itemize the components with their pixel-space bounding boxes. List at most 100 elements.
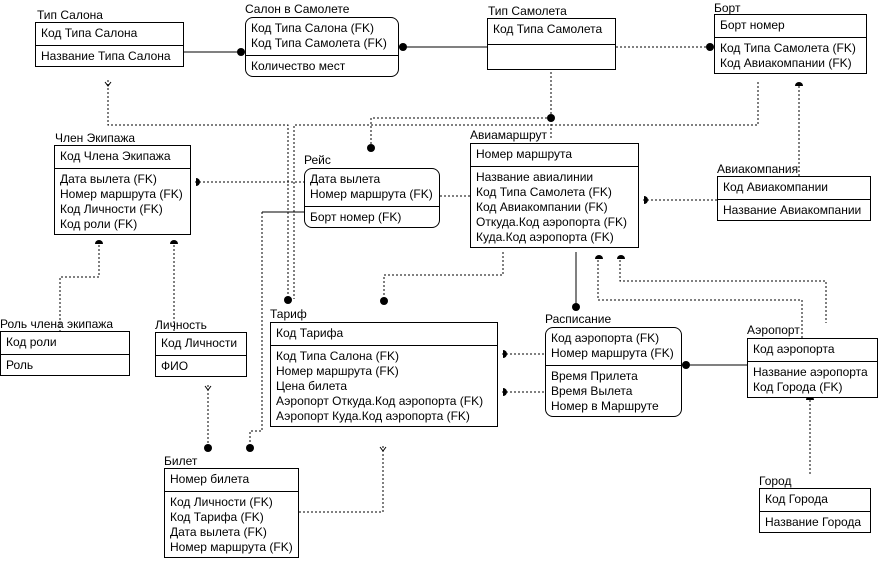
primary-key-section: Код аэропорта (FK)Номер маршрута (FK) <box>546 328 681 366</box>
pk-attribute: Код аэропорта <box>753 342 835 356</box>
relationship-dot <box>284 296 292 304</box>
pk-attribute: Номер билета <box>170 472 250 486</box>
attribute: Название Авиакомпании <box>723 203 862 217</box>
relationship-dot <box>682 361 690 369</box>
attribute: Номер маршрута (FK) <box>60 187 183 201</box>
attribute: Дата вылета (FK) <box>60 172 157 186</box>
pk-attribute: Номер маршрута (FK) <box>310 187 433 201</box>
link-aviamarshrut-tarif <box>383 252 504 300</box>
link-reis-bilet <box>249 211 304 447</box>
relationship-half-dot <box>503 350 507 358</box>
relationship-dot <box>380 297 388 305</box>
relationship-half-dot <box>503 388 507 396</box>
attribute: Аэропорт Куда.Код аэропорта (FK) <box>276 409 470 423</box>
attribute: Номер маршрута (FK) <box>276 364 399 378</box>
pk-attribute: Код Личности <box>161 336 238 350</box>
primary-key-section: Код роли <box>1 332 129 355</box>
pk-attribute: Код Типа Самолета (FK) <box>251 36 387 50</box>
attribute-section: Количество мест <box>246 56 398 76</box>
pk-attribute: Код Тарифа <box>276 326 344 340</box>
pk-attribute: Номер маршрута <box>476 147 573 161</box>
attribute: Цена билета <box>276 379 348 393</box>
entity-raspisanie[interactable]: Код аэропорта (FK)Номер маршрута (FK)Вре… <box>545 327 682 417</box>
relationship-half-dot <box>595 255 603 259</box>
link-aeroport-aviamarshrut-2 <box>619 260 827 323</box>
attribute: Название Города <box>765 515 862 529</box>
relationship-half-dot <box>170 240 178 244</box>
attribute: Откуда.Код аэропорта (FK) <box>476 215 627 229</box>
attribute: Название Типа Салона <box>41 49 171 63</box>
attribute: Дата вылета (FK) <box>170 525 267 539</box>
attribute-section: Код Типа Салона (FK)Номер маршрута (FK)Ц… <box>271 346 497 426</box>
pk-attribute: Код Типа Самолета <box>493 22 603 36</box>
link-to-reis <box>370 117 551 148</box>
attribute: Название авиалинии <box>476 170 594 184</box>
attribute: Код Тарифа (FK) <box>170 510 264 524</box>
attribute: Код Авиакомпании (FK) <box>476 200 608 214</box>
primary-key-section: Код Типа Самолета <box>488 19 615 45</box>
primary-key-section: Код Тарифа <box>271 323 497 346</box>
attribute: ФИО <box>161 359 189 373</box>
entity-title-tip-samoleta: Тип Самолета <box>488 4 567 18</box>
link-aeroport-aviamarshrut-1 <box>597 260 803 338</box>
pk-attribute: Номер маршрута (FK) <box>551 346 674 360</box>
primary-key-section: Номер маршрута <box>471 144 638 167</box>
pk-attribute: Код роли <box>6 335 57 349</box>
relationship-dot <box>399 43 407 51</box>
entity-title-bort: Борт <box>714 1 741 15</box>
attribute: Роль <box>6 358 34 372</box>
attribute: Код Типа Салона (FK) <box>276 349 399 363</box>
relationship-half-dot <box>95 240 103 244</box>
attribute-section: Роль <box>1 355 129 375</box>
attribute: Время Вылета <box>551 384 633 398</box>
entity-tip-samoleta[interactable]: Код Типа Самолета <box>487 18 616 70</box>
attribute-section: Код Личности (FK)Код Тарифа (FK)Дата выл… <box>165 492 298 557</box>
primary-key-section: Код Города <box>760 489 870 512</box>
attribute-section: Название Города <box>760 512 870 532</box>
attribute: Номер в Маршруте <box>551 399 659 413</box>
attribute: Код Типа Самолета (FK) <box>476 185 612 199</box>
attribute: Время Прилета <box>551 369 638 383</box>
relationship-dot <box>706 43 714 51</box>
attribute: Код роли (FK) <box>60 217 138 231</box>
attribute-section: Код Типа Самолета (FK)Код Авиакомпании (… <box>715 38 866 73</box>
entity-title-aeroport: Аэропорт <box>747 323 800 337</box>
primary-key-section: Номер билета <box>165 469 298 492</box>
attribute: Код Авиакомпании (FK) <box>720 56 852 70</box>
relationship-dot <box>204 444 212 452</box>
attribute-section: Дата вылета (FK)Номер маршрута (FK)Код Л… <box>55 169 190 234</box>
attribute: Название аэропорта <box>753 365 868 379</box>
pk-attribute: Код аэропорта (FK) <box>551 331 660 345</box>
relationship-half-dot <box>795 82 803 86</box>
entity-title-rol-chlena: Роль члена экипажа <box>0 317 113 331</box>
primary-key-section: Код Типа Салона <box>36 23 183 46</box>
entity-salon-v-samolete[interactable]: Код Типа Салона (FK)Код Типа Самолета (F… <box>245 17 399 77</box>
attribute-section: Борт номер (FK) <box>305 207 439 227</box>
attribute: Код Города (FK) <box>753 380 843 394</box>
attribute: Код Личности (FK) <box>60 202 163 216</box>
attribute: Код Типа Самолета (FK) <box>720 41 856 55</box>
primary-key-section: Код Личности <box>156 333 246 356</box>
entity-title-lichnost: Личность <box>155 318 207 332</box>
entity-title-raspisanie: Расписание <box>545 312 612 326</box>
attribute-section <box>488 45 615 69</box>
attribute: Борт номер (FK) <box>310 210 402 224</box>
attribute: Код Личности (FK) <box>170 495 273 509</box>
link-rol-chlen <box>59 245 100 331</box>
relationship-dot <box>246 444 254 452</box>
